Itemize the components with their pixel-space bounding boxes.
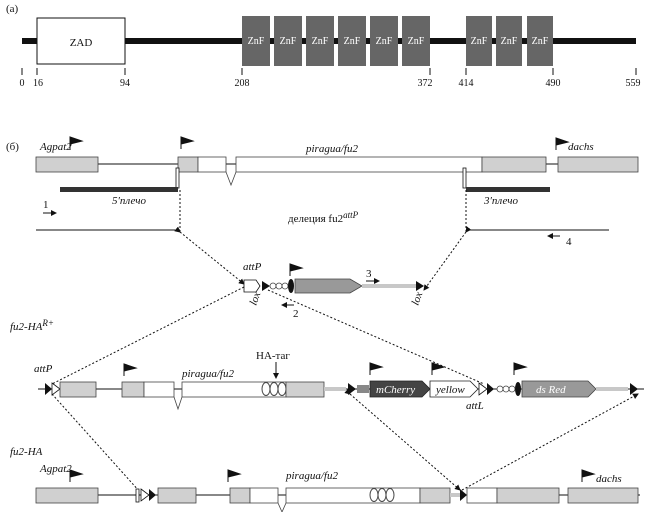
- connectors-middle: [51, 286, 485, 385]
- svg-text:ZnF: ZnF: [280, 36, 297, 47]
- primer-1-label: 1: [43, 199, 49, 211]
- arm-3: [466, 187, 550, 192]
- tick-label: 94: [120, 78, 130, 89]
- svg-text:ZnF: ZnF: [532, 36, 549, 47]
- znf-domain: ZnF: [274, 16, 302, 66]
- svg-text:ZnF: ZnF: [501, 36, 518, 47]
- fu2-ha-allele: fu2-HA Agpat2 piragua/fu2 dachs: [10, 446, 640, 512]
- panel-a-label: (a): [6, 3, 19, 15]
- gene-label-dachs: dachs: [568, 141, 594, 153]
- attp-label: attP: [243, 261, 262, 273]
- tick-label: 559: [626, 78, 641, 89]
- svg-text:ZnF: ZnF: [408, 36, 425, 47]
- arm-5: [60, 187, 178, 192]
- targeting-cassette: attP lox lox 2 3: [243, 261, 425, 320]
- primer-4-label: 4: [566, 236, 572, 248]
- znf-domain: ZnF: [402, 16, 430, 66]
- znf-domain: ZnF: [527, 16, 553, 66]
- arm-3-label: 3′плечо: [483, 195, 518, 207]
- connectors-top: [174, 190, 472, 291]
- attp-label-2: attP: [34, 363, 53, 375]
- gene-label-piragua-3: piragua/fu2: [285, 470, 338, 482]
- deletion-allele: делеция fu2attP 4: [36, 210, 609, 248]
- panel-b-label: (б): [6, 141, 19, 153]
- primer-2-label: 2: [293, 308, 299, 320]
- svg-text:ZnF: ZnF: [344, 36, 361, 47]
- gene-label-dachs-2: dachs: [596, 473, 622, 485]
- mcherry-label: mCherry: [376, 384, 415, 396]
- tick-label: 414: [459, 78, 474, 89]
- allele-label-fu2-ha-r: fu2-HAR+: [10, 318, 54, 333]
- attl-label: attL: [466, 400, 484, 412]
- primer-3-label: 3: [366, 268, 372, 280]
- dsred-label: ds Red: [536, 384, 566, 396]
- lox-label-2: lox: [410, 290, 426, 307]
- tick-label: 208: [235, 78, 250, 89]
- protein-domain-map: ZAD ZnF ZnF ZnF ZnF ZnF ZnF ZnF ZnF ZnF …: [20, 16, 641, 89]
- lox-label-1: lox: [248, 290, 264, 307]
- piragua-label-2: piragua/fu2: [181, 368, 234, 380]
- ha-tag-label: HA-таг: [256, 350, 290, 362]
- znf-domain: ZnF: [338, 16, 366, 66]
- zad-label: ZAD: [70, 37, 93, 49]
- tick-label: 372: [418, 78, 433, 89]
- yellow-label: yellow: [435, 384, 465, 396]
- arm-5-label: 5′плечо: [112, 195, 146, 207]
- deletion-label: делеция fu2attP: [288, 210, 359, 225]
- znf-domain: ZnF: [370, 16, 398, 66]
- zad-domain: [36, 17, 126, 65]
- znf-domain: ZnF: [242, 16, 270, 66]
- znf-domain: ZnF: [306, 16, 334, 66]
- tick-label: 16: [33, 78, 43, 89]
- axis-ticks: [21, 68, 637, 75]
- tick-label: 490: [546, 78, 561, 89]
- svg-text:ZnF: ZnF: [376, 36, 393, 47]
- fu2-ha-r-allele: fu2-HAR+ attP piragua/fu2 HA-таг mCherry…: [10, 318, 644, 412]
- znf-domain: ZnF: [466, 16, 492, 66]
- connectors-bottom: [51, 388, 639, 493]
- svg-text:ZnF: ZnF: [471, 36, 488, 47]
- tick-label: 0: [20, 78, 25, 89]
- svg-text:ZnF: ZnF: [312, 36, 329, 47]
- gene-label-agpat2-2: Agpat2: [39, 463, 72, 475]
- svg-text:ZnF: ZnF: [248, 36, 265, 47]
- allele-label-fu2-ha: fu2-HA: [10, 446, 43, 458]
- wild-type-locus: Agpat2 piragua/fu2 dachs 5′плечо 3′плечо…: [35, 136, 639, 216]
- gene-label-piragua: piragua/fu2: [305, 143, 358, 155]
- znf-domain: ZnF: [496, 16, 522, 66]
- gene-label-agpat2: Agpat2: [39, 141, 72, 153]
